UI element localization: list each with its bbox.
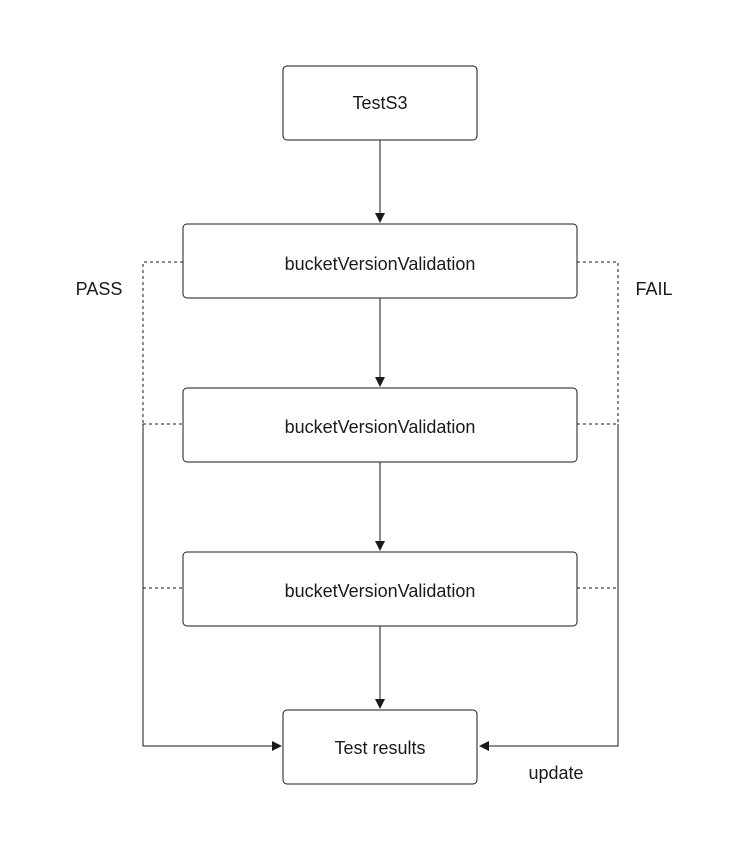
node-start: TestS3 [282, 65, 478, 141]
pass-edge-to-results [142, 424, 282, 751]
node-step3: bucketVersionValidation [182, 551, 578, 627]
node-step1: bucketVersionValidation [182, 223, 578, 299]
node-results-label: Test results [334, 738, 425, 758]
fail-edge-to-results [479, 424, 619, 751]
update-label: update [528, 763, 583, 783]
pass-label: PASS [76, 279, 123, 299]
node-start-label: TestS3 [352, 93, 407, 113]
pass-dashed-step1 [142, 261, 183, 424]
node-step2-label: bucketVersionValidation [285, 417, 476, 437]
node-step3-label: bucketVersionValidation [285, 581, 476, 601]
node-results: Test results [282, 709, 478, 785]
node-step1-label: bucketVersionValidation [285, 254, 476, 274]
fail-dashed-step1 [577, 261, 619, 424]
node-step2: bucketVersionValidation [182, 387, 578, 463]
fail-label: FAIL [635, 279, 672, 299]
